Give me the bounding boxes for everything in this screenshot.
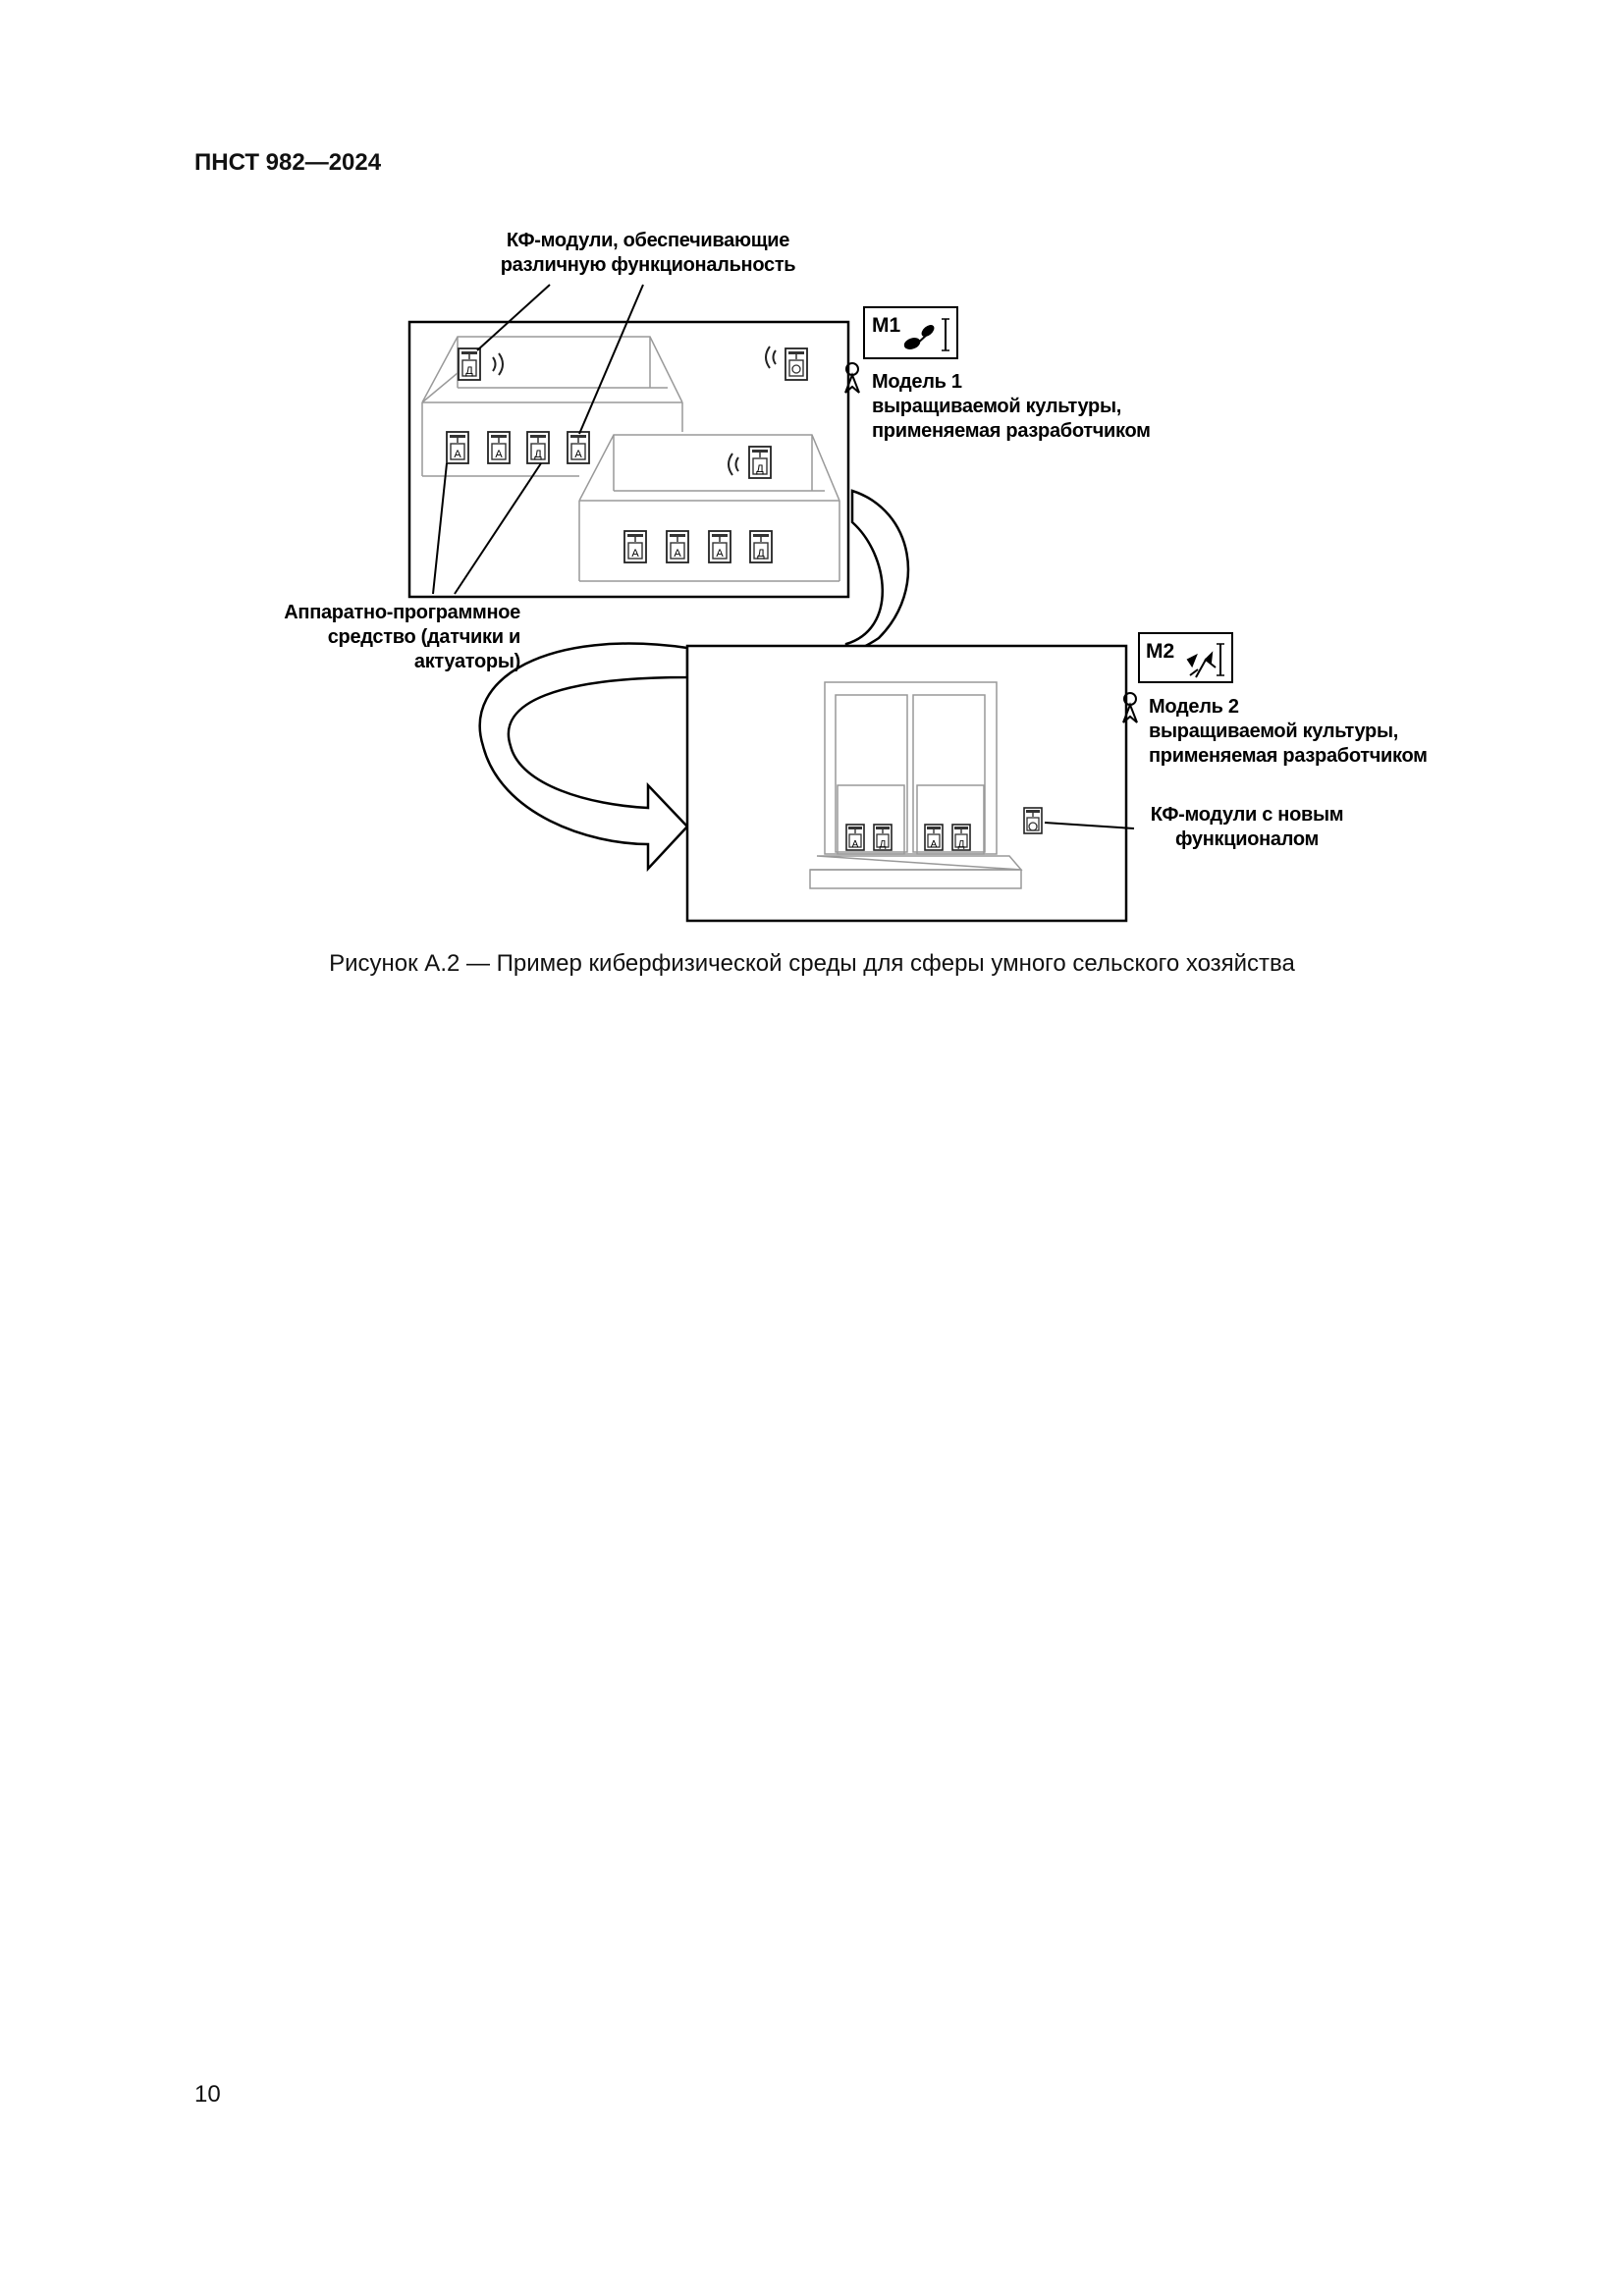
label-line: применяемая разработчиком bbox=[1149, 745, 1428, 767]
label-line: КФ-модули с новым bbox=[1150, 804, 1344, 826]
document-header: ПНСТ 982—2024 bbox=[194, 149, 382, 176]
module-letter: А bbox=[454, 449, 461, 460]
module-letter: Д bbox=[756, 463, 764, 475]
module-letter: Д bbox=[958, 839, 965, 850]
module-letter: А bbox=[716, 548, 724, 560]
label-cf-modules: КФ-модули, обеспечивающие различную функ… bbox=[452, 229, 844, 278]
module-letter: Д bbox=[534, 449, 542, 460]
figure-caption: Рисунок А.2 — Пример киберфизической сре… bbox=[329, 950, 1295, 977]
cf-module-icon bbox=[785, 347, 808, 381]
label-new-modules: КФ-модули с новым функционалом bbox=[1114, 803, 1380, 852]
module-letter: А bbox=[631, 548, 639, 560]
label-line: актуаторы) bbox=[413, 651, 520, 672]
module-letter: Д bbox=[880, 839, 887, 850]
label-line: выращиваемой культуры, bbox=[1149, 721, 1399, 742]
module-letter: А bbox=[674, 548, 681, 560]
label-line: выращиваемой культуры, bbox=[872, 396, 1122, 417]
vertical-farm bbox=[809, 681, 1023, 889]
developer-person-icon bbox=[844, 362, 860, 394]
plant-icon bbox=[903, 318, 949, 351]
label-line: Модель 2 bbox=[1149, 696, 1239, 718]
module-letter: А bbox=[852, 839, 859, 850]
label-line: применяемая разработчиком bbox=[872, 420, 1151, 442]
label-line: функционалом bbox=[1174, 828, 1320, 850]
label-line: различную функциональность bbox=[500, 254, 796, 276]
model-box-m2-label: M2 bbox=[1146, 640, 1174, 663]
module-letter: А bbox=[931, 839, 938, 850]
label-line: Модель 1 bbox=[872, 371, 962, 393]
module-letter: Д bbox=[757, 548, 765, 560]
page-number: 10 bbox=[194, 2081, 221, 2108]
label-line: средство (датчики и bbox=[327, 626, 521, 648]
greenhouse-2 bbox=[578, 434, 840, 582]
figure-diagram: Д А А Д А Д А А А Д bbox=[0, 0, 1624, 942]
cf-module-icon bbox=[1023, 807, 1043, 834]
model-box-m2 bbox=[1138, 632, 1233, 683]
module-letter: А bbox=[574, 449, 582, 460]
module-letter: Д bbox=[465, 365, 473, 377]
plant-icon bbox=[1186, 643, 1224, 678]
model-box-m1-label: M1 bbox=[872, 314, 900, 337]
label-model-1: Модель 1 выращиваемой культуры, применяе… bbox=[872, 370, 1206, 444]
developer-person-icon bbox=[1122, 692, 1138, 723]
label-hardware: Аппаратно-программное средство (датчики … bbox=[226, 601, 520, 674]
label-model-2: Модель 2 выращиваемой культуры, применяе… bbox=[1149, 695, 1483, 769]
label-line: КФ-модули, обеспечивающие bbox=[506, 230, 790, 251]
label-line: Аппаратно-программное bbox=[284, 602, 520, 623]
wireless-signal-icon bbox=[492, 346, 777, 476]
greenhouse-1 bbox=[421, 336, 683, 477]
transition-arrow-icon bbox=[478, 489, 910, 873]
module-letter: А bbox=[495, 449, 503, 460]
